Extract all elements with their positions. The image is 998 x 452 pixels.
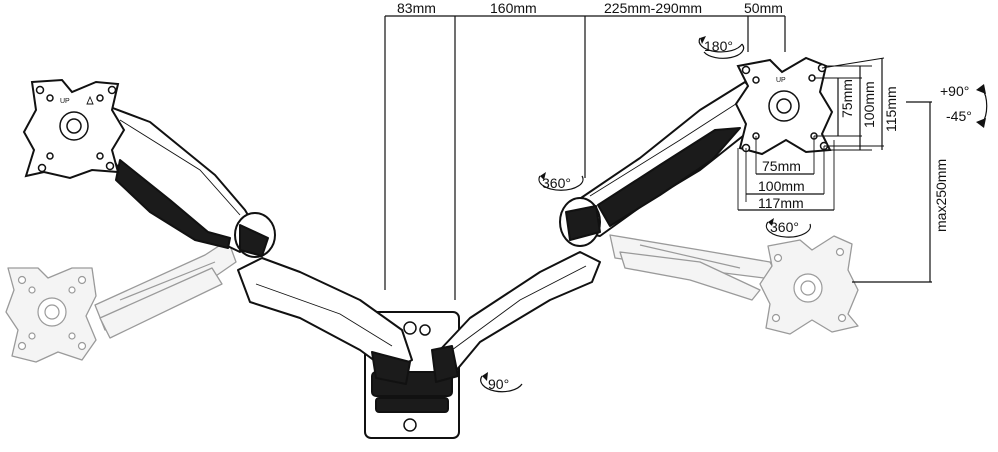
ghost-left-monitor-plate (5, 267, 97, 363)
height-max-250mm: max250mm (933, 159, 949, 232)
rotation-90-base: 90° (488, 376, 509, 392)
vesa-v-115mm: 115mm (883, 86, 899, 132)
ghost-left-arm (94, 239, 237, 339)
tilt-down-45: -45° (946, 108, 972, 124)
vesa-vertical-lines (814, 57, 885, 151)
right-monitor-plate: UP (734, 56, 834, 156)
height-range-lines (852, 101, 932, 283)
dimension-225-290mm: 225mm-290mm (604, 0, 702, 16)
left-upper-arm (99, 103, 276, 258)
right-lower-arm (431, 251, 601, 383)
left-plate-up-mark: UP (60, 98, 70, 105)
tilt-up-90: +90° (940, 83, 969, 99)
rotate-90-base-icon (480, 372, 523, 393)
vesa-horizontal-lines (737, 136, 835, 211)
rotate-180-icon (698, 36, 745, 59)
vesa-h-75mm: 75mm (762, 158, 801, 174)
left-lower-arm (237, 257, 413, 385)
rotation-360-plate: 360° (770, 219, 799, 235)
dimension-160mm: 160mm (490, 0, 537, 16)
dimension-83mm: 83mm (397, 0, 436, 16)
top-dimension-lines (384, 15, 786, 300)
vesa-v-100mm: 100mm (861, 81, 877, 128)
rotation-180: 180° (704, 38, 733, 54)
tilt-arrow-icon (976, 84, 988, 128)
vesa-h-117mm: 117mm (758, 195, 804, 211)
ghost-right-arm (609, 234, 781, 301)
vesa-h-100mm: 100mm (758, 178, 805, 194)
right-upper-arm (559, 81, 761, 247)
ghost-right-monitor-plate (759, 235, 859, 335)
rotation-360-arm: 360° (542, 175, 571, 191)
rotate-360-plate-icon (765, 218, 811, 238)
dimension-50mm: 50mm (744, 0, 783, 16)
rotate-360-arm-icon (538, 172, 584, 191)
left-monitor-plate: UP (22, 78, 126, 180)
vesa-v-75mm: 75mm (839, 79, 855, 118)
right-plate-up-mark: UP (776, 77, 786, 84)
